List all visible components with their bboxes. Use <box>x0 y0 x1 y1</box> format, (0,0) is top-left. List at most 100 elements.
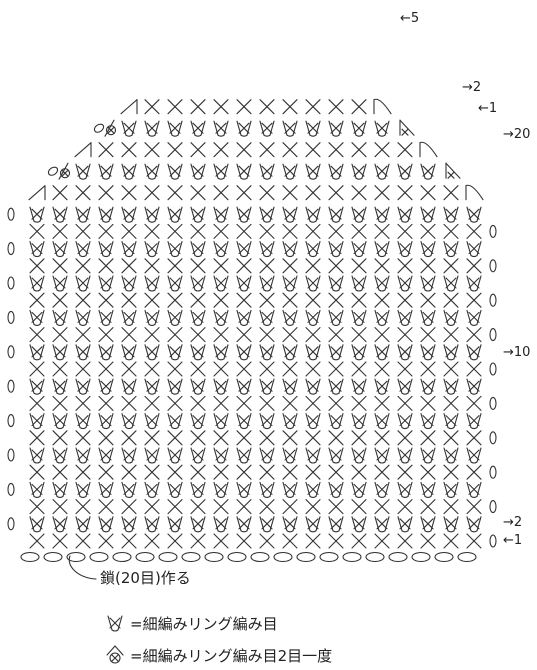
sc-stitch-symbol <box>259 533 275 549</box>
turning-chain-symbol <box>489 500 497 514</box>
sc-stitch-symbol <box>259 223 275 239</box>
ring-sc-symbol <box>190 275 206 292</box>
ring-sc-symbol <box>190 206 206 223</box>
ring-sc-symbol <box>52 241 68 258</box>
ring-sc-symbol <box>374 275 390 292</box>
sc-stitch-symbol <box>282 430 298 446</box>
ring-sc-symbol <box>213 516 229 533</box>
ring-sc-symbol <box>305 344 321 361</box>
ring-sc-symbol <box>236 241 252 258</box>
ring-sc-symbol <box>397 447 413 464</box>
ring-sc-symbol <box>374 344 390 361</box>
turning-chain-symbol <box>489 259 497 273</box>
sc-stitch-symbol <box>236 185 252 201</box>
sc-stitch-symbol <box>213 464 229 480</box>
sc-stitch-symbol <box>259 430 275 446</box>
ring-sc-symbol <box>420 516 436 533</box>
ring-sc-symbol <box>328 206 344 223</box>
sc-stitch-symbol <box>98 395 114 411</box>
ring-sc-symbol <box>121 241 137 258</box>
ring-sc-symbol <box>190 516 206 533</box>
sc-stitch-symbol <box>98 430 114 446</box>
sc-stitch-symbol <box>443 361 459 377</box>
sc-stitch-symbol <box>466 464 482 480</box>
row-label-body-1: ←1 <box>503 533 522 548</box>
sc-stitch-symbol <box>282 499 298 515</box>
ring-sc-symbol <box>328 120 344 137</box>
ring-sc-symbol <box>420 481 436 498</box>
sc-stitch-symbol <box>466 361 482 377</box>
ring-sc-symbol <box>190 309 206 326</box>
sc-stitch-symbol <box>420 395 436 411</box>
ring-sc-symbol <box>305 275 321 292</box>
sc-stitch-symbol <box>98 185 114 201</box>
ring-sc-symbol <box>236 120 252 137</box>
ring-sc-symbol <box>167 241 183 258</box>
ring-sc-symbol <box>397 516 413 533</box>
ring-sc-symbol <box>282 516 298 533</box>
sc-stitch-symbol <box>466 258 482 274</box>
ring-sc-symbol <box>397 275 413 292</box>
sc-stitch-symbol <box>328 292 344 308</box>
sc-stitch-symbol <box>121 292 137 308</box>
sc-stitch-symbol <box>374 533 390 549</box>
ring-sc-symbol <box>443 447 459 464</box>
sc-stitch-symbol <box>328 464 344 480</box>
sc-stitch-symbol <box>351 327 367 343</box>
sc-stitch-symbol <box>167 258 183 274</box>
ring-sc-symbol <box>52 413 68 430</box>
ring-sc-symbol <box>52 447 68 464</box>
ring-sc-symbol <box>328 378 344 395</box>
sc-stitch-symbol <box>305 99 321 115</box>
ring-sc2tog-symbol <box>399 119 415 136</box>
ring-sc-symbol <box>351 344 367 361</box>
ring-sc-symbol <box>351 447 367 464</box>
sc-stitch-symbol <box>121 499 137 515</box>
sc-stitch-symbol <box>75 464 91 480</box>
sc-stitch-symbol <box>305 258 321 274</box>
sc-stitch-symbol <box>351 499 367 515</box>
sc-stitch-symbol <box>351 142 367 158</box>
ring-sc-symbol <box>213 120 229 137</box>
legend-item-ring-sc: =細編みリング編み目 <box>107 615 278 633</box>
sc-stitch-symbol <box>75 533 91 549</box>
sc-stitch-symbol <box>29 292 45 308</box>
ring-sc-symbol <box>52 309 68 326</box>
decrease-right-symbol <box>419 141 438 158</box>
sc-stitch-symbol <box>190 395 206 411</box>
sc-stitch-symbol <box>213 258 229 274</box>
ring-sc-symbol <box>443 516 459 533</box>
stitch-grid <box>7 98 497 563</box>
sc-stitch-symbol <box>374 327 390 343</box>
sc-stitch-symbol <box>282 327 298 343</box>
ring-sc-symbol <box>328 309 344 326</box>
sc-stitch-symbol <box>420 533 436 549</box>
ring-sc-symbol <box>190 241 206 258</box>
ring-sc-symbol <box>328 413 344 430</box>
ring-sc-symbol <box>259 378 275 395</box>
sc-stitch-symbol <box>52 258 68 274</box>
sc-stitch-symbol <box>282 185 298 201</box>
sc-stitch-symbol <box>29 533 45 549</box>
turning-chain-symbol <box>7 207 15 221</box>
sc-stitch-symbol <box>374 361 390 377</box>
ring-sc-symbol <box>98 275 114 292</box>
sc-stitch-symbol <box>144 430 160 446</box>
row-label-dec-1: ←1 <box>478 101 497 116</box>
ring-sc-symbol <box>397 241 413 258</box>
ring-sc-symbol <box>190 344 206 361</box>
sc-stitch-symbol <box>190 430 206 446</box>
sc-stitch-symbol <box>144 292 160 308</box>
sc-stitch-symbol <box>98 464 114 480</box>
ring-sc-symbol <box>75 447 91 464</box>
sc-stitch-symbol <box>236 464 252 480</box>
ring-sc-symbol <box>236 309 252 326</box>
sc-stitch-symbol <box>167 361 183 377</box>
ring-sc-symbol <box>167 413 183 430</box>
sc-stitch-symbol <box>213 292 229 308</box>
sc-stitch-symbol <box>282 258 298 274</box>
sc-stitch-symbol <box>98 292 114 308</box>
sc-stitch-symbol <box>351 99 367 115</box>
chain-stitch-symbol <box>227 551 247 563</box>
sc-stitch-symbol <box>167 292 183 308</box>
